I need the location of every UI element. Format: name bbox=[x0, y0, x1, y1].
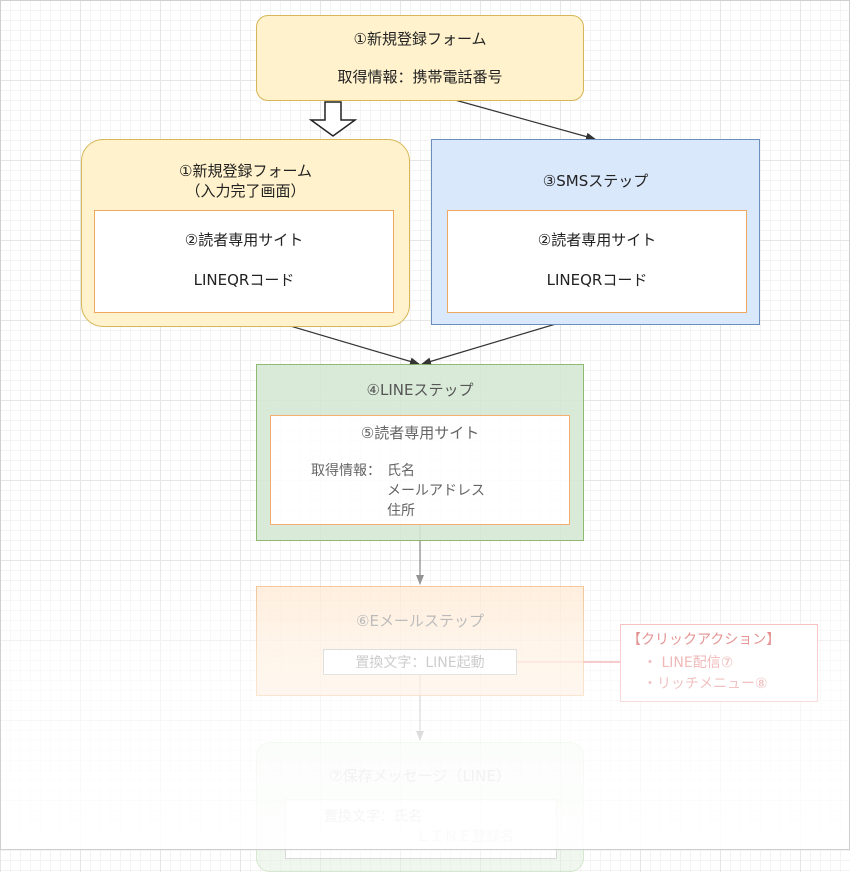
line-step-info-email: メールアドレス bbox=[387, 483, 485, 499]
replace-text-name-extra: ＬＩＮＥ登録名 bbox=[416, 829, 514, 845]
reader-site-a-qr: LINEQRコード bbox=[193, 271, 295, 289]
saved-message-title: ⑦保存メッセージ（LINE） bbox=[329, 767, 511, 785]
email-step-title: ⑥Eメールステップ bbox=[356, 612, 484, 630]
line-step-info-label: 取得情報： bbox=[311, 463, 381, 479]
reader-site-b-title: ②読者専用サイト bbox=[537, 231, 657, 249]
click-action-item-richmenu: ・リッチメニュー⑧ bbox=[643, 676, 768, 692]
node-reader-site-a[interactable]: ②読者専用サイト LINEQRコード bbox=[94, 210, 394, 313]
reader-site-c-title: ⑤読者専用サイト bbox=[360, 424, 480, 442]
click-action-item-line: ・ LINE配信⑦ bbox=[643, 655, 734, 671]
sms-step-title: ③SMSステップ bbox=[542, 172, 649, 190]
node-registration-form[interactable]: ①新規登録フォーム 取得情報：携帯電話番号 bbox=[256, 15, 584, 101]
node-registration-complete[interactable]: ①新規登録フォーム （入力完了画面） ②読者専用サイト LINEQRコード bbox=[81, 139, 410, 327]
node-replace-text-name[interactable]: 置換文字：氏名 ＬＩＮＥ登録名 bbox=[285, 799, 557, 859]
node-reader-site-b[interactable]: ②読者専用サイト LINEQRコード bbox=[447, 210, 747, 313]
line-step-info-address: 住所 bbox=[387, 503, 415, 519]
replace-text-name-label: 置換文字：氏名 bbox=[324, 809, 422, 825]
reader-site-a-title: ②読者専用サイト bbox=[184, 231, 304, 249]
registration-form-title: ①新規登録フォーム bbox=[353, 30, 487, 48]
reader-site-b-qr: LINEQRコード bbox=[546, 271, 648, 289]
registration-complete-title-line2: （入力完了画面） bbox=[185, 182, 306, 200]
connector-form-to-sms bbox=[454, 99, 596, 141]
line-step-title: ④LINEステップ bbox=[366, 381, 474, 399]
node-email-step[interactable]: ⑥Eメールステップ 置換文字：LINE起動 bbox=[256, 586, 584, 696]
block-arrow-form-to-complete bbox=[308, 101, 358, 137]
node-reader-site-c[interactable]: ⑤読者専用サイト 取得情報： 氏名 メールアドレス 住所 bbox=[270, 415, 570, 525]
node-saved-message[interactable]: ⑦保存メッセージ（LINE） 置換文字：氏名 ＬＩＮＥ登録名 bbox=[256, 742, 584, 872]
line-step-info-name: 氏名 bbox=[387, 463, 415, 479]
node-line-step[interactable]: ④LINEステップ ⑤読者専用サイト 取得情報： 氏名 メールアドレス 住所 bbox=[256, 364, 584, 541]
node-sms-step[interactable]: ③SMSステップ ②読者専用サイト LINEQRコード bbox=[431, 139, 760, 325]
node-click-action[interactable]: 【クリックアクション】 ・ LINE配信⑦ ・リッチメニュー⑧ bbox=[620, 624, 818, 702]
node-replace-text-line[interactable]: 置換文字：LINE起動 bbox=[323, 649, 517, 675]
replace-text-line-label: 置換文字：LINE起動 bbox=[355, 655, 485, 671]
click-action-title: 【クリックアクション】 bbox=[627, 632, 781, 648]
registration-complete-title-line1: ①新規登録フォーム bbox=[179, 162, 312, 180]
registration-form-info: 取得情報：携帯電話番号 bbox=[337, 68, 503, 86]
